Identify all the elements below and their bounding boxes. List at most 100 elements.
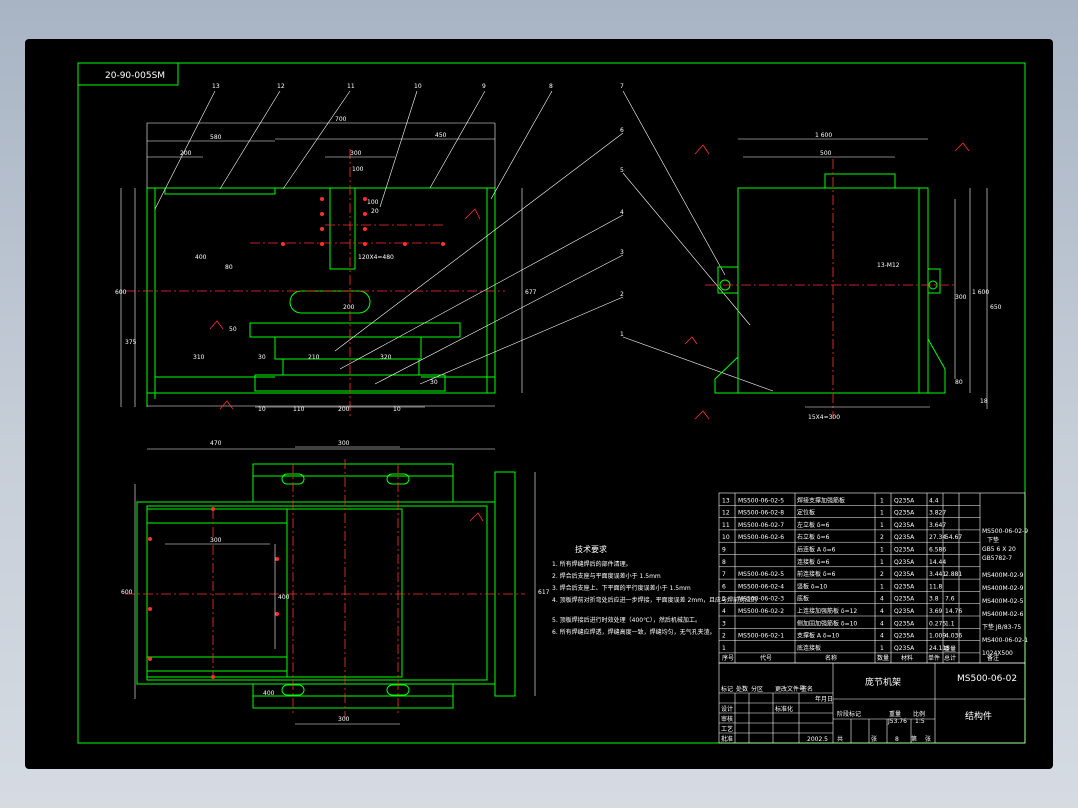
dim-front-23: 100 <box>367 199 379 206</box>
title-project: 庞节机架 <box>865 676 901 688</box>
dim-front-21: 677 <box>525 289 537 296</box>
bom-cell-name: 连接板 δ=6 <box>797 558 830 566</box>
bom-cell-name: 上连接加强筋板 δ=12 <box>797 607 857 615</box>
bom-cell-name: 竖板 δ=10 <box>797 582 827 590</box>
bom-cell-qty: 1 <box>880 497 884 504</box>
bom-cell-mat: Q235A <box>894 633 915 640</box>
bom-cell-qty: 1 <box>880 645 884 652</box>
front-view <box>146 187 496 407</box>
dim-side-7: 15X4=300 <box>808 414 840 421</box>
tb-label: 标准化 <box>775 705 793 713</box>
callout-4: 4 <box>620 209 624 216</box>
bom-cell-w1: 4.4 <box>929 497 939 504</box>
dim-front-8: 200 <box>343 304 355 311</box>
bom-cell-w1: 3.647 <box>929 522 946 529</box>
bom-cell-qty: 1 <box>880 522 884 529</box>
notes-item-3: 3. 焊合后支座上、下平面的平行度误差小于 1.5mm <box>552 584 691 592</box>
bom-cell-mat: Q235A <box>894 583 915 590</box>
dim-side-1: 500 <box>820 150 832 157</box>
bom-side-ref: 下垫 <box>987 536 999 544</box>
dim-side-2: 1 600 <box>972 289 989 296</box>
plan-dimension-lines <box>134 446 536 725</box>
bom-header-qty: 数量 <box>877 654 889 662</box>
tb-label: 张 <box>925 735 931 743</box>
side-dimension-lines <box>738 138 988 409</box>
bom-cell-w1: 6.586 <box>929 547 946 554</box>
bom-cell-qty: 1 <box>880 547 884 554</box>
dim-front-17: 200 <box>338 406 350 413</box>
bom-grid <box>718 492 1026 664</box>
dim-side-6: 80 <box>955 379 963 386</box>
plan-holes <box>148 507 279 679</box>
tb-label: 第 <box>911 735 917 743</box>
bom-header-code: 代号 <box>760 654 772 662</box>
front-centerlines <box>125 149 505 419</box>
bom-cell-w1: 3.69 <box>929 608 943 615</box>
bom-cell-w2: 1.1 <box>945 620 955 627</box>
cad-drawing: 20-90-005SM <box>77 62 1028 744</box>
bom-cell-code: MS500-06-02-1 <box>738 633 784 640</box>
bom-cell-name: 前连接板 δ=6 <box>797 570 836 578</box>
callout-2: 2 <box>620 291 624 298</box>
bom-cell-mat: Q235A <box>894 620 915 627</box>
tb-label: 阶段标记 <box>837 710 861 718</box>
bom-cell-qty: 4 <box>880 608 884 615</box>
callout-5: 5 <box>620 167 624 174</box>
bom-cell-no: 11 <box>722 522 730 529</box>
dim-plan-4: 600 <box>121 589 133 596</box>
dim-side-8: 18 <box>980 398 988 405</box>
bom-cell-name: 底连接板 <box>797 644 821 652</box>
side-view <box>714 173 946 394</box>
bom-cell-w1: 1.009 <box>929 633 946 640</box>
callout-10: 10 <box>414 83 422 90</box>
cad-viewport[interactable]: 20-90-005SM <box>25 39 1053 769</box>
bom-cell-w1: 3.827 <box>929 510 946 517</box>
bom-side-ref: MS400M-02-6 <box>982 611 1024 618</box>
tb-label: 设计 <box>721 705 733 713</box>
dim-front-0: 580 <box>210 134 222 141</box>
title-date: 2002.5 <box>807 736 828 743</box>
bom-cell-qty: 4 <box>880 620 884 627</box>
title-sheet: 8 <box>895 736 899 743</box>
bom-cell-no: 3 <box>722 620 726 627</box>
bom-side-ref: 1024X500 <box>982 650 1013 657</box>
bom-cell-name: 定位板 <box>797 509 815 517</box>
bom-side-ref: MS400M-02-9 <box>982 585 1024 592</box>
dim-front-14: 320 <box>380 354 392 361</box>
bom-cell-qty: 1 <box>880 510 884 517</box>
dim-plan-5: 617 <box>538 589 550 596</box>
dim-front-3: 450 <box>435 132 447 139</box>
bom-cell-code: MS500-06-02-7 <box>738 522 784 529</box>
bom-cell-w1: 27.34 <box>929 534 946 541</box>
bom-cell-name: 侧加固加强筋板 δ=10 <box>797 619 857 627</box>
dim-front-18: 10 <box>393 406 401 413</box>
dim-front-12: 30 <box>258 354 266 361</box>
dim-front-2: 700 <box>335 116 347 123</box>
bom-side-ref: MS500-06-02-9 <box>982 528 1028 535</box>
bom-side-ref: MS400-06-02-1 <box>982 637 1028 644</box>
bom-cell-mat: Q235A <box>894 510 915 517</box>
bom-cell-w1: 24.115 <box>929 645 950 652</box>
tb-label: 处数 <box>736 685 748 693</box>
title-drawing-no: MS500-06-02 <box>957 674 1017 684</box>
bom-cell-no: 7 <box>722 571 726 578</box>
tb-label: 分区 <box>751 685 763 693</box>
bom-cell-name: 右立板 δ=6 <box>797 533 830 541</box>
notes-item-6: 6. 所有焊缝应焊透，焊缝高度一致，焊缝均匀，无气孔夹渣。 <box>552 628 716 636</box>
bom-cell-code: MS500-06-02-2 <box>738 608 784 615</box>
tb-label: 比例 <box>913 710 925 718</box>
bom-cell-w1: 14.44 <box>929 559 946 566</box>
notes-item-1: 1. 所有焊缝焊后的部件清理。 <box>552 560 632 568</box>
bom-cell-w1: 3.8 <box>929 596 939 603</box>
callout-11: 11 <box>347 83 355 90</box>
bom-side-refs: MS500-06-02-9 下垫 GB5 6 X 20 GB5782-7 MS4… <box>982 528 1028 657</box>
dim-plan-3: 400 <box>278 594 290 601</box>
dim-plan-1: 300 <box>338 440 350 447</box>
bom-cell-qty: 4 <box>880 596 884 603</box>
bom-cell-no: 10 <box>722 534 730 541</box>
callout-8: 8 <box>549 83 553 90</box>
bom-cell-w1: 3.441 <box>929 571 946 578</box>
dim-side-4: 300 <box>955 294 967 301</box>
bom-side-ref: MS400M-02-5 <box>982 598 1024 605</box>
